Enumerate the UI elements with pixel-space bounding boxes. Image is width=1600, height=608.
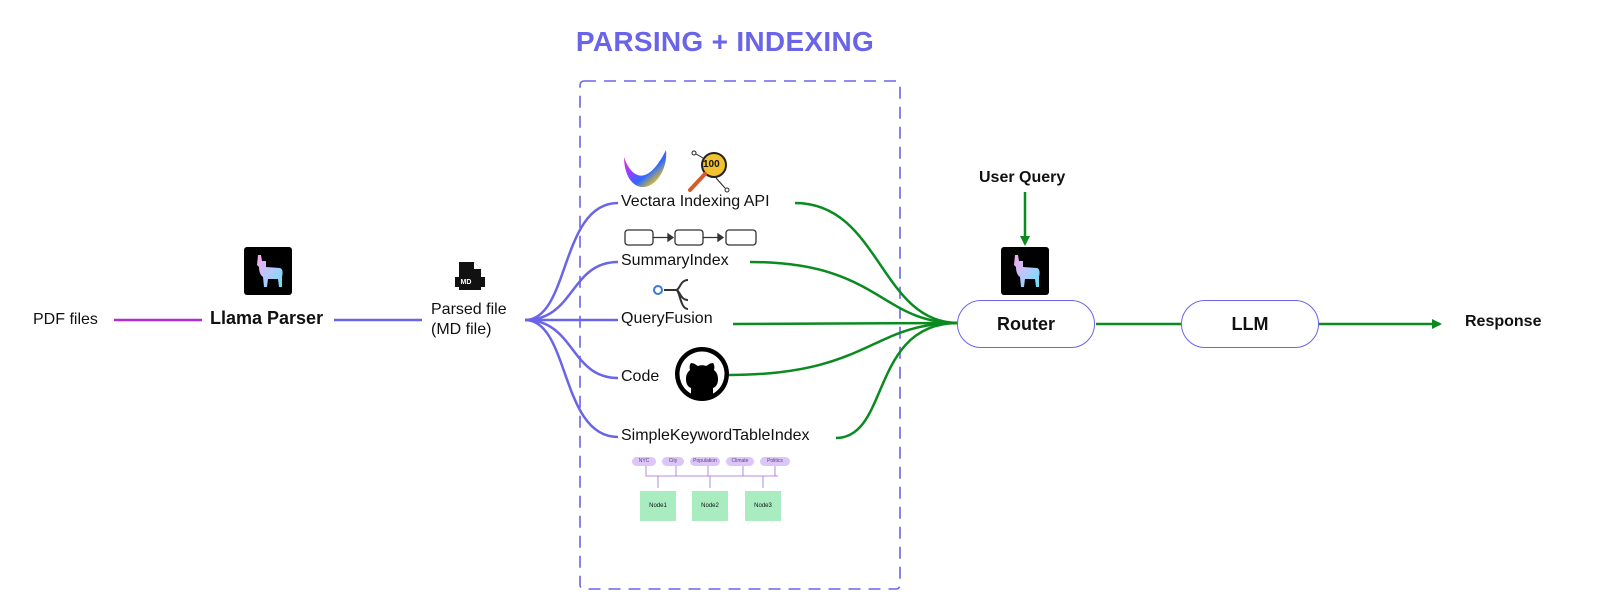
keyword-node: Node2: [692, 491, 728, 521]
fusion-icon: [653, 279, 689, 310]
llama-parser-logo-icon: [244, 247, 292, 295]
github-icon: [675, 347, 729, 401]
magnifier-icon: [688, 150, 730, 193]
fan-connector-code: [524, 318, 619, 380]
keyword-tag: NYC: [632, 457, 656, 466]
fan-connector-keyword: [524, 318, 619, 439]
index-label-keyword: SimpleKeywordTableIndex: [621, 427, 810, 444]
parsing-indexing-group-box: [579, 80, 901, 590]
merge-connector-summary: [749, 260, 959, 325]
merge-connector-vectara: [794, 201, 959, 325]
md-file-label: (MD file): [431, 321, 492, 338]
linked-list-box-2: [674, 229, 704, 246]
keyword-table-links: [645, 466, 778, 488]
index-label-vectara: Vectara Indexing API: [621, 193, 770, 210]
llama-parser-label: Llama Parser: [210, 308, 324, 328]
fan-connector-vectara: [524, 201, 619, 322]
keyword-tag: Population: [690, 457, 720, 466]
parsing-indexing-title: PARSING + INDEXING: [575, 26, 875, 57]
user-query-label: User Query: [979, 169, 1066, 186]
merge-connector-code: [727, 321, 959, 377]
vectara-logo-icon: [624, 150, 667, 188]
md-badge-label: MD: [460, 279, 472, 286]
index-label-code: Code: [621, 368, 660, 385]
llm-node: LLM: [1181, 300, 1319, 348]
linked-list-box-1: [624, 229, 654, 246]
keyword-tag: Climate: [726, 457, 754, 466]
keyword-node: Node3: [745, 491, 781, 521]
pdf-files-label: PDF files: [33, 311, 98, 328]
magnifier-badge-label: 100: [703, 159, 720, 170]
linked-list-box-3: [725, 229, 757, 246]
keyword-node: Node1: [640, 491, 676, 521]
parsed-file-label: Parsed file: [431, 301, 507, 318]
merge-connector-queryfusion: [732, 321, 959, 326]
merge-connector-keyword: [835, 321, 959, 440]
router-node: Router: [957, 300, 1095, 348]
router-llama-logo-icon: [1001, 247, 1049, 295]
md-file-icon: [455, 262, 485, 290]
keyword-tag: City: [662, 457, 684, 466]
response-label: Response: [1465, 313, 1542, 330]
fan-connector-summary: [524, 260, 619, 322]
keyword-tag: Politics: [760, 457, 790, 466]
index-label-summary: SummaryIndex: [621, 252, 729, 269]
index-label-queryfusion: QueryFusion: [621, 310, 713, 327]
